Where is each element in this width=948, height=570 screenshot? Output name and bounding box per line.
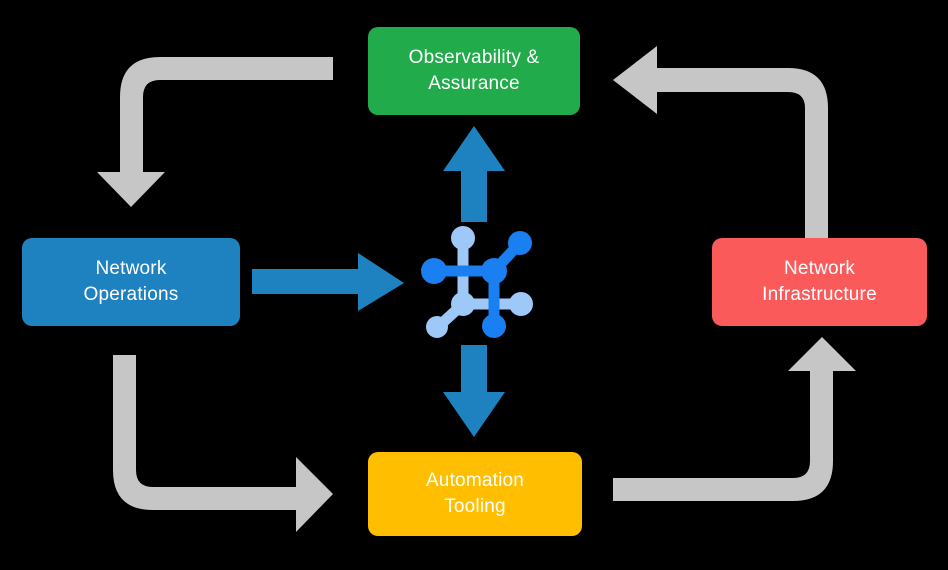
icon-node-left-hub — [421, 258, 447, 284]
icon-node-mid-left — [451, 292, 475, 316]
node-label-network-infrastructure: Network Infrastructure — [762, 258, 877, 305]
arrow-infrastructure-to-observability — [613, 46, 828, 238]
node-box-automation-tooling[interactable]: Automation Tooling — [368, 452, 582, 536]
node-label-network-operations: Network Operations — [83, 258, 179, 305]
node-box-network-infrastructure[interactable]: Network Infrastructure — [712, 238, 927, 326]
arrow-center-to-automation — [443, 345, 505, 437]
icon-node-top-left — [451, 226, 475, 250]
icon-node-right-mid — [509, 292, 533, 316]
icon-node-top-right — [508, 231, 532, 255]
icon-node-center-hub — [481, 258, 507, 284]
node-box-network-operations[interactable]: Network Operations — [22, 238, 240, 326]
arrow-operations-to-automation — [113, 355, 333, 532]
node-box-observability[interactable]: Observability & Assurance — [368, 27, 580, 115]
arrow-center-to-observability — [443, 126, 505, 222]
icon-node-bottom-hub — [482, 314, 506, 338]
arrow-observability-to-operations — [97, 57, 333, 207]
arrow-automation-to-infrastructure — [613, 337, 856, 501]
network-topology-icon — [421, 226, 533, 338]
node-label-observability: Observability & Assurance — [408, 47, 540, 94]
icon-node-bottom-left — [426, 316, 448, 338]
arrow-operations-to-center — [252, 253, 404, 311]
node-label-automation-tooling: Automation Tooling — [425, 470, 525, 517]
